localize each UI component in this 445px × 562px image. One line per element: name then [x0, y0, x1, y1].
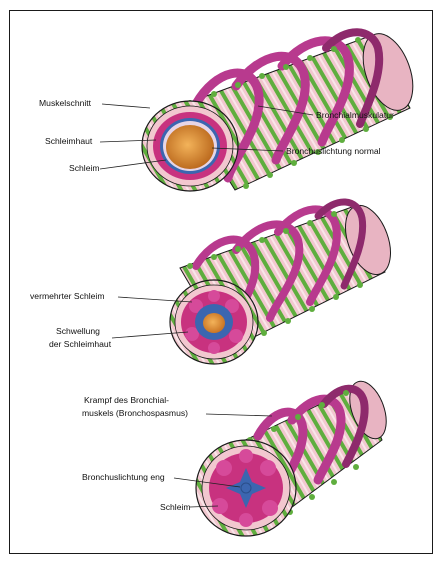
label-swelling-1: Schwellung: [56, 326, 100, 336]
label-mucosa: Schleimhaut: [45, 136, 93, 146]
bronchus-normal: [142, 27, 422, 191]
cross-section-spasm: [196, 440, 296, 536]
lumen-narrow: [241, 483, 251, 493]
label-bronchial-muscles: Bronchialmuskulatur: [316, 110, 394, 120]
label-spasm-1: Krampf des Bronchial-: [84, 395, 169, 405]
label-swelling-2: der Schleimhaut: [49, 339, 112, 349]
bronchus-swollen: [170, 199, 399, 364]
label-lumen-normal: Bronchuslichtung normal: [286, 146, 381, 156]
label-narrow-lumen: Bronchuslichtung eng: [82, 472, 165, 482]
cross-section-swollen: [170, 280, 258, 364]
label-mucus-1: Schleim: [69, 163, 100, 173]
cross-section-normal: [142, 101, 238, 191]
label-muscle-cut: Muskelschnitt: [39, 98, 92, 108]
lumen-swollen: [203, 313, 225, 333]
lumen-normal: [166, 125, 214, 169]
leader-spasm: [206, 414, 272, 416]
label-spasm-2: muskels (Bronchospasmus): [82, 408, 188, 418]
bronchus-spasm: [196, 376, 393, 536]
leader-muscle-cut: [102, 104, 150, 108]
label-more-mucus: vermehrter Schleim: [30, 291, 105, 301]
label-mucus-3: Schleim: [160, 502, 191, 512]
